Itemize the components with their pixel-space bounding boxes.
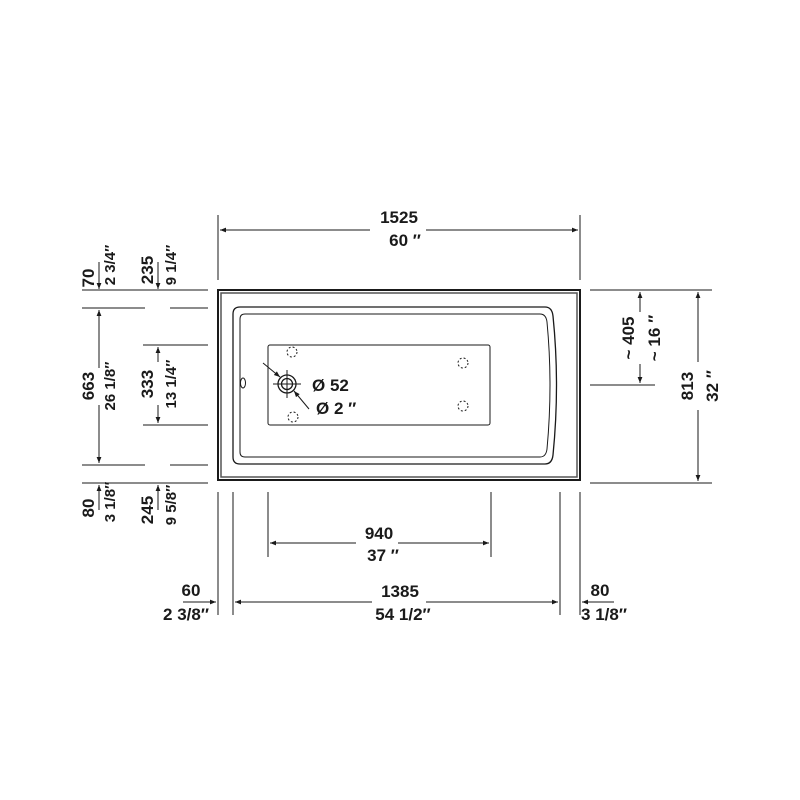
drain-offset-inch: ~ 16 ″ [645, 315, 664, 361]
right-extension-lines [590, 289, 712, 484]
bottom-extension-lines [217, 492, 581, 615]
bottom-rim-1-mm: 80 [79, 499, 98, 518]
drain-icon [262, 362, 310, 410]
left-rim-mm: 60 [182, 581, 201, 600]
top-rim-1-mm: 70 [79, 269, 98, 288]
overall-width-dimension [217, 215, 581, 280]
right-rim-mm: 80 [591, 581, 610, 600]
right-rim-inch: 3 1/8″ [581, 605, 627, 624]
bottom-rim-2-inch: 9 5/8″ [163, 485, 180, 526]
foot-marker-icon [457, 400, 469, 412]
top-rim-1-inch: 2 3/4″ [102, 245, 119, 286]
tub-floor [267, 344, 491, 426]
foot-marker-icon [287, 411, 299, 423]
foot-marker-icon [286, 346, 298, 358]
floor-length-inch: 37 ″ [367, 546, 399, 565]
floor-depth-mm: 333 [138, 370, 157, 398]
overall-depth-inch: 32 ″ [703, 370, 722, 402]
interior-depth-inch: 26 1/8″ [102, 362, 119, 411]
floor-depth-inch: 13 1/4″ [163, 360, 180, 409]
tub-basin-outer [232, 306, 558, 465]
top-rim-2-inch: 9 1/4″ [163, 245, 180, 286]
overall-depth-mm: 813 [678, 372, 697, 400]
overall-width-inch: 60 ″ [389, 231, 421, 250]
tub-basin-inner [239, 313, 551, 458]
overall-width-mm: 1525 [380, 208, 418, 227]
top-rim-2-mm: 235 [138, 256, 157, 284]
interior-depth-mm: 663 [79, 372, 98, 400]
drain-diameter-mm: Ø 52 [312, 376, 349, 395]
left-rim-inch: 2 3/8″ [163, 605, 209, 624]
bottom-rim-2-mm: 245 [138, 496, 157, 524]
drain-diameter-inch: Ø 2 ″ [316, 399, 356, 418]
tub-outline [217, 289, 581, 481]
drain-offset-mm: ~ 405 [619, 316, 638, 359]
floor-length-mm: 940 [365, 524, 393, 543]
left-extension-lines [82, 289, 208, 484]
bottom-rim-1-inch: 3 1/8″ [102, 482, 119, 523]
interior-length-inch: 54 1/2″ [375, 605, 430, 624]
interior-length-mm: 1385 [381, 582, 419, 601]
foot-marker-icon [457, 357, 469, 369]
overflow-icon [240, 377, 246, 389]
